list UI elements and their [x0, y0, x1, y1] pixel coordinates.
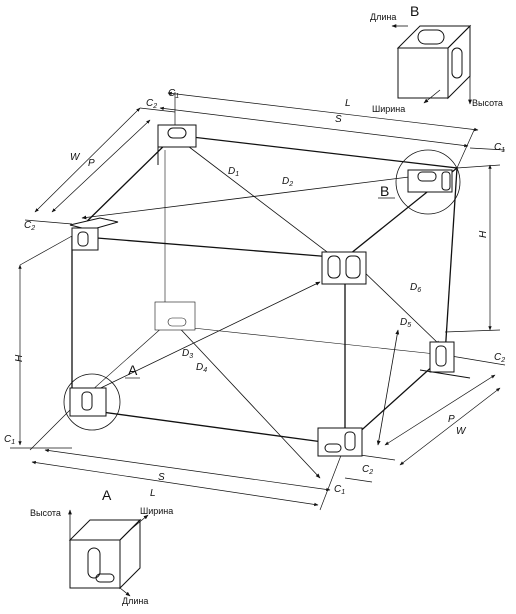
detail-b-axis-width: Ширина — [372, 104, 405, 114]
dimension-lines-left-top — [24, 107, 151, 225]
corner-fitting-bottom-left-rear — [154, 301, 196, 331]
label-P-top: P — [88, 158, 95, 169]
callout-label-a: A — [128, 362, 138, 378]
callout-circle-b — [395, 149, 461, 215]
label-D2: D2 — [282, 176, 293, 188]
detail-a: A Высота Ширина Длина — [30, 487, 173, 606]
detail-b-axis-height: Высота — [472, 98, 503, 108]
label-H-right: H — [478, 230, 489, 238]
label-C1-right: C1 — [494, 142, 505, 154]
container-frame — [71, 134, 459, 446]
detail-b-title: B — [410, 3, 419, 19]
label-C1-top: C1 — [168, 88, 179, 100]
corner-fitting-top-right-rear — [407, 169, 453, 193]
label-S-bottom: S — [158, 472, 165, 483]
label-C2-top: C2 — [146, 98, 157, 110]
callout-circle-a — [63, 373, 121, 431]
label-D4: D4 — [196, 362, 207, 374]
label-S-top: S — [335, 114, 342, 125]
callout-label-b: B — [380, 183, 389, 199]
label-L-bottom: L — [150, 488, 156, 499]
detail-b: B Длина Ширина Высота — [370, 3, 503, 114]
corner-fitting-top-right-front — [321, 251, 367, 285]
label-P-bottom: P — [448, 414, 455, 425]
detail-b-axis-length: Длина — [370, 12, 396, 22]
detail-a-axis-length: Длина — [122, 596, 148, 606]
label-D6: D6 — [410, 282, 421, 294]
label-C2-bottom: C2 — [362, 464, 373, 476]
corner-fitting-bottom-right-rear — [419, 341, 471, 379]
label-H-left: H — [14, 354, 25, 362]
label-C1-left: C1 — [4, 434, 15, 446]
label-W-bottom: W — [456, 426, 467, 437]
label-W-top: W — [70, 152, 81, 163]
corner-fitting-bottom-left-front — [69, 387, 107, 417]
detail-a-title: A — [102, 487, 112, 503]
dimension-lines-height — [10, 164, 501, 449]
label-L-top: L — [345, 98, 351, 109]
label-C2-right: C2 — [494, 352, 505, 364]
label-D3: D3 — [182, 348, 193, 360]
label-C1-bottom: C1 — [334, 484, 345, 496]
detail-a-axis-width: Ширина — [140, 506, 173, 516]
label-D1: D1 — [228, 166, 239, 178]
detail-a-axis-height: Высота — [30, 508, 61, 518]
corner-fitting-top-left-rear — [157, 124, 197, 165]
dimension-lines-bottom — [29, 407, 373, 511]
label-D5: D5 — [400, 317, 411, 329]
corner-fitting-top-left-front — [69, 217, 119, 251]
label-C2-left: C2 — [24, 220, 35, 232]
dimension-lines-right-bottom — [359, 354, 506, 466]
corner-fitting-bottom-right-front — [317, 427, 363, 457]
